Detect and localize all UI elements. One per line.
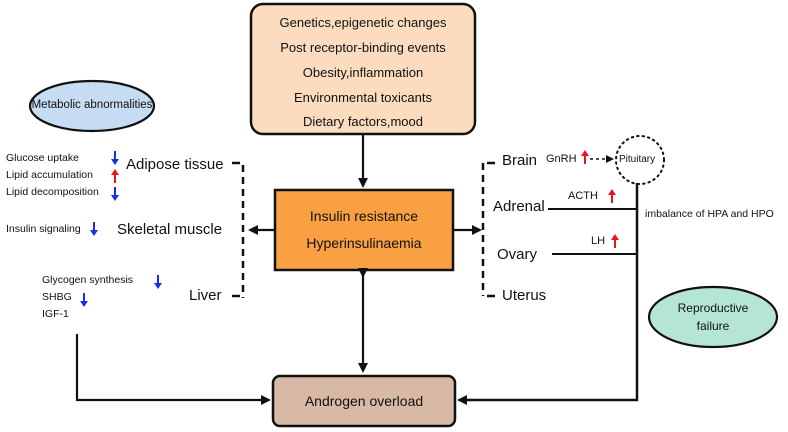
metabolic-ellipse — [28, 79, 156, 133]
reproductive-label-1: Reproductive — [677, 301, 749, 315]
pituitary-circle — [615, 135, 665, 185]
hormone-acth: ACTH — [568, 190, 598, 202]
organ-brain: Brain — [502, 152, 538, 169]
organ-ovary: Ovary — [497, 246, 538, 263]
arrow-hpa-hpo-to-androgen — [457, 183, 639, 405]
down-arrow-icon — [80, 293, 88, 307]
organ-uterus: Uterus — [502, 287, 547, 304]
organ-adrenal: Adrenal — [493, 198, 545, 215]
hormone-gnrh: GnRH — [546, 153, 577, 165]
up-arrow-icon — [611, 234, 619, 248]
hormone-lh: LH — [591, 235, 606, 247]
up-arrow-icon — [111, 169, 119, 183]
effect-insulin-signaling: Insulin signaling — [6, 223, 81, 235]
organ-skeletal-muscle: Skeletal muscle — [117, 221, 223, 238]
androgen-label: Androgen overload — [304, 393, 424, 409]
reproductive-ellipse — [647, 285, 779, 349]
metabolic-label: Metabolic abnormalities — [31, 99, 153, 111]
effect-lipid-accumulation: Lipid accumulation — [6, 169, 93, 181]
down-arrow-icon — [154, 275, 162, 289]
up-arrow-icon — [581, 150, 589, 164]
cause-2: Post receptor-binding events — [280, 40, 446, 55]
cause-5: Dietary factors,mood — [303, 114, 423, 129]
pituitary-label: Pituitary — [619, 154, 656, 165]
down-arrow-icon — [111, 151, 119, 165]
effect-shbg: SHBG — [42, 291, 72, 303]
cause-4: Environmental toxicants — [293, 90, 432, 105]
down-arrow-icon — [90, 222, 98, 236]
organ-adipose-tissue: Adipose tissue — [126, 156, 224, 173]
cause-1: Genetics,epigenetic changes — [279, 15, 447, 30]
arrow-liver-to-androgen — [75, 334, 271, 405]
cause-3: Obesity,inflammation — [302, 65, 424, 80]
reproductive-label-2: failure — [696, 319, 730, 333]
down-arrow-icon — [111, 187, 119, 201]
central-box — [273, 188, 455, 272]
central-line-2: Hyperinsulinaemia — [306, 235, 422, 251]
androgen-box — [271, 374, 457, 428]
imbalance-label: imbalance of HPA and HPO — [645, 208, 774, 220]
effect-igf-1: IGF-1 — [42, 308, 69, 320]
central-line-1: Insulin resistance — [309, 208, 419, 224]
effect-glycogen-synthesis: Glycogen synthesis — [42, 274, 134, 286]
organ-liver: Liver — [189, 287, 222, 304]
up-arrow-icon — [608, 189, 616, 203]
effect-glucose-uptake: Glucose uptake — [6, 152, 79, 164]
effect-lipid-decomposition: Lipid decomposition — [6, 186, 99, 198]
